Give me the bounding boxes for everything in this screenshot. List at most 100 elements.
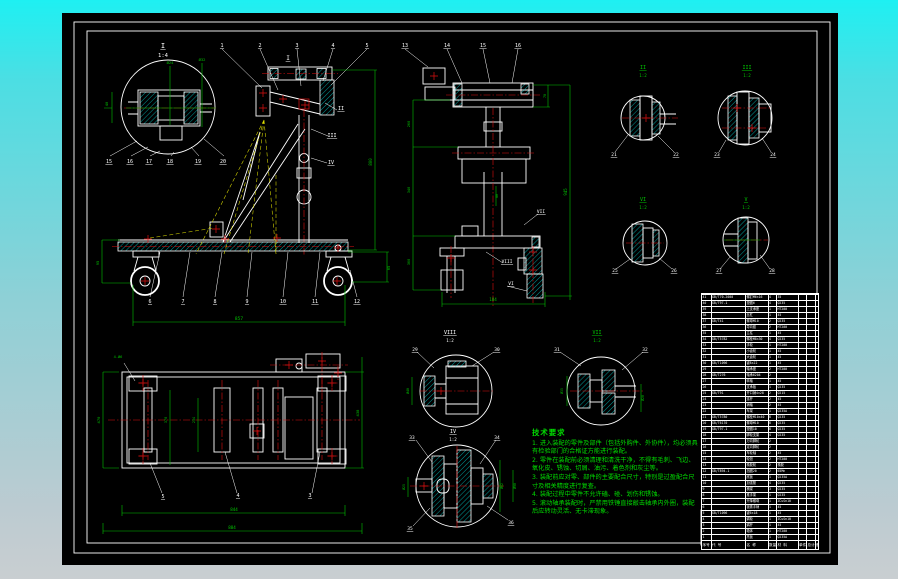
bom-cell xyxy=(799,517,807,522)
center-mark xyxy=(529,266,537,274)
bom-cell: 万向脚轮 xyxy=(746,439,769,444)
bom-cell xyxy=(712,499,746,504)
bom-cell: 1 xyxy=(769,493,777,498)
part-number: 23 xyxy=(714,152,720,158)
bom-cell: 45 xyxy=(777,511,799,516)
side-view xyxy=(404,48,572,308)
bom-cell xyxy=(799,523,807,528)
bom-cell: 1 xyxy=(769,385,777,390)
bom-cell xyxy=(712,367,746,372)
bom-cell: 45 xyxy=(777,331,799,336)
bom-cell: 1 xyxy=(769,475,777,480)
bom-cell: 45 xyxy=(777,355,799,360)
bom-cell xyxy=(799,529,807,534)
detail-I-title: I xyxy=(161,42,165,50)
bom-cell xyxy=(807,439,816,444)
bom-cell xyxy=(799,445,807,450)
bom-cell xyxy=(799,307,807,312)
bom-cell: 2 xyxy=(769,463,777,468)
bom-cell xyxy=(799,421,807,426)
bom-cell: 键8×22 xyxy=(746,361,769,366)
dim: 340 xyxy=(407,187,411,194)
bom-cell xyxy=(807,313,816,318)
bom-cell xyxy=(799,337,807,342)
bom-cell xyxy=(799,463,807,468)
bom-cell: 8 xyxy=(702,493,712,498)
bom-cell: 41 xyxy=(702,295,712,300)
bom-cell: 1 xyxy=(769,361,777,366)
part-number: 3 xyxy=(295,43,298,49)
part-number: 3 xyxy=(308,493,311,499)
bom-cell: 1 xyxy=(769,511,777,516)
bom-cell: 螺栓M10×40 xyxy=(746,415,769,420)
bom-cell: 车架 xyxy=(746,409,769,414)
part-number: 9 xyxy=(245,299,248,305)
detail-scale: 1:2 xyxy=(446,338,454,343)
bom-cell: 33 xyxy=(702,343,712,348)
dim: 95 xyxy=(95,261,100,266)
part-number: 4 xyxy=(331,43,334,49)
bom-cell xyxy=(777,373,799,378)
bom-cell: 19 xyxy=(702,427,712,432)
bom-cell xyxy=(799,487,807,492)
bom-cell xyxy=(799,319,807,324)
part-number: 7 xyxy=(181,299,184,305)
bom-cell: Q235 xyxy=(777,493,799,498)
bom-cell: 定向脚轮 xyxy=(746,445,769,450)
part-number: 6 xyxy=(148,299,151,305)
bom-cell: 4 xyxy=(769,295,777,300)
bom-cell: 手轮 xyxy=(746,343,769,348)
part-number: 32 xyxy=(642,347,648,353)
detail-marker: III xyxy=(327,133,336,139)
dim: Ø40 xyxy=(405,388,410,394)
bom-cell: GB/T6170 xyxy=(712,421,746,426)
bom-cell xyxy=(799,403,807,408)
dim: 40 xyxy=(104,101,109,106)
part-number: 34 xyxy=(494,435,500,441)
bom-cell xyxy=(712,343,746,348)
bom-cell: 13 xyxy=(702,463,712,468)
bom-cell: Q235 xyxy=(777,301,799,306)
bom-cell xyxy=(799,409,807,414)
bom-cell: 1 xyxy=(769,379,777,384)
bom-cell: Q235 xyxy=(777,415,799,420)
bom-cell: 车轮轴 xyxy=(746,451,769,456)
bom-cell xyxy=(807,349,816,354)
part-number: 21 xyxy=(611,152,617,158)
dim: Ø20 xyxy=(640,395,645,401)
center-mark xyxy=(333,277,341,285)
bom-cell xyxy=(799,313,807,318)
bom-cell: 螺母M10 xyxy=(746,421,769,426)
bom-cell: 2 xyxy=(769,373,777,378)
center-mark xyxy=(334,244,342,252)
bom-cell xyxy=(799,457,807,462)
bom-cell: 橡胶 xyxy=(777,463,799,468)
bom-cell xyxy=(807,409,816,414)
dim: 857 xyxy=(235,316,243,322)
dim: 370 xyxy=(164,417,168,424)
bom-cell xyxy=(807,295,816,300)
center-mark xyxy=(221,235,229,243)
bom-cell: 3 xyxy=(769,487,777,492)
bom-cell: GB/T5780 xyxy=(712,415,746,420)
detail-scale: 1:2 xyxy=(639,205,647,210)
bom-cell: 推手架 xyxy=(746,493,769,498)
bom-cell xyxy=(799,397,807,402)
bom-cell xyxy=(799,475,807,480)
bom-cell xyxy=(799,439,807,444)
bom-cell xyxy=(799,379,807,384)
bom-cell: 上支承座 xyxy=(746,307,769,312)
bom-cell: ZCuSn10 xyxy=(777,499,799,504)
